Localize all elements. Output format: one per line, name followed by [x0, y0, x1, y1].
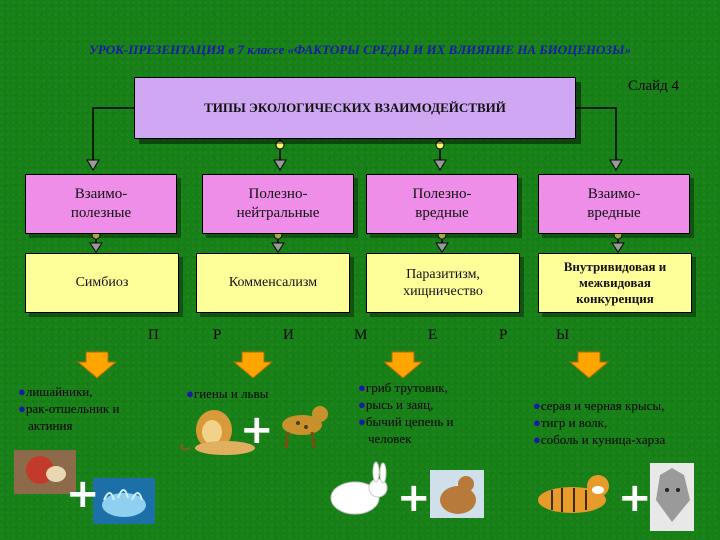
lynx-image [430, 470, 484, 518]
tiger-image [538, 475, 609, 513]
category-label: полезные [70, 205, 132, 221]
category-label: Полезно- [412, 185, 472, 202]
examples-letter: И [283, 327, 294, 343]
type-box-commensalism: Комменсализм [196, 253, 350, 313]
examples-letter: Е [428, 327, 438, 343]
sea-anemone-image [93, 478, 155, 524]
examples-letter: Ы [556, 327, 570, 343]
type-label: Комменсализм [228, 275, 318, 291]
examples-symbiosis: ●лишайники, ●рак-отшельник и актиния [18, 384, 120, 433]
type-label: Симбиоз [75, 275, 129, 291]
type-label: межвидовая [579, 274, 651, 290]
down-arrow-icon [382, 351, 424, 379]
down-arrow-icon [568, 351, 610, 379]
type-box-parasitism: Паразитизм, хищничество [366, 253, 520, 313]
examples-commensalism: ●гиены и львы [186, 386, 269, 401]
examples-letter: Р [499, 327, 508, 343]
example-item: бычий цепень и [365, 414, 454, 429]
example-item: человек [368, 431, 412, 446]
plus-icon: + [618, 475, 652, 521]
plus-icon: + [66, 471, 100, 517]
category-box-mutual-benefit: Взаимо-полезные [25, 174, 177, 234]
category-label: вредные [415, 205, 469, 221]
example-item: лишайники, [25, 384, 93, 399]
wolf-image [650, 463, 694, 531]
examples-letter: М [354, 327, 368, 343]
type-label: Паразитизм, [406, 266, 480, 282]
example-item: гриб трутовик, [365, 380, 448, 395]
examples-parasitism: ●гриб трутовик, ●рысь и заяц, ●бычий цеп… [358, 380, 454, 446]
category-box-benefit-neutral: Полезно-нейтральные [202, 174, 354, 234]
example-item: рысь и заяц, [365, 397, 434, 412]
type-label: конкуренция [576, 291, 654, 307]
example-item: тигр и волк, [540, 415, 608, 430]
lesson-header: УРОК-ПРЕЗЕНТАЦИЯ в 7 классе «ФАКТОРЫ СРЕ… [88, 42, 632, 57]
plus-icon: + [397, 475, 431, 521]
category-label: нейтральные [236, 205, 320, 221]
example-item: актиния [28, 418, 73, 433]
main-title-box: ТИПЫ ЭКОЛОГИЧЕСКИХ ВЗАИМОДЕЙСТВИЙ [134, 77, 576, 139]
example-item: рак-отшельник и [25, 401, 120, 416]
plus-icon: + [240, 407, 274, 453]
down-arrow-icon [76, 351, 118, 379]
main-title: ТИПЫ ЭКОЛОГИЧЕСКИХ ВЗАИМОДЕЙСТВИЙ [204, 100, 506, 115]
example-item: соболь и куница-харза [540, 432, 666, 447]
down-arrow-icon [232, 351, 274, 379]
example-item: серая и черная крысы, [540, 398, 665, 413]
category-label: Взаимо- [74, 185, 128, 202]
category-label: Полезно- [248, 185, 308, 202]
type-label: хищничество [403, 284, 483, 299]
category-box-mutual-harm: Взаимо-вредные [538, 174, 690, 234]
rabbit-image [330, 461, 388, 515]
hermit-crab-image [14, 450, 76, 494]
category-box-benefit-harm: Полезно-вредные [366, 174, 518, 234]
lion-image [180, 410, 255, 455]
examples-letter: П [148, 327, 159, 343]
category-label: вредные [587, 205, 641, 221]
type-box-symbiosis: Симбиоз [25, 253, 179, 313]
examples-competition: ●серая и черная крысы, ●тигр и волк, ●со… [533, 398, 666, 447]
category-label: Взаимо- [587, 185, 641, 202]
type-label: Внутривидовая и [563, 258, 667, 274]
slide-number: Слайд 4 [628, 78, 680, 94]
examples-letter: Р [213, 327, 222, 343]
example-item: гиены и львы [193, 386, 269, 401]
hyena-image [282, 406, 328, 449]
